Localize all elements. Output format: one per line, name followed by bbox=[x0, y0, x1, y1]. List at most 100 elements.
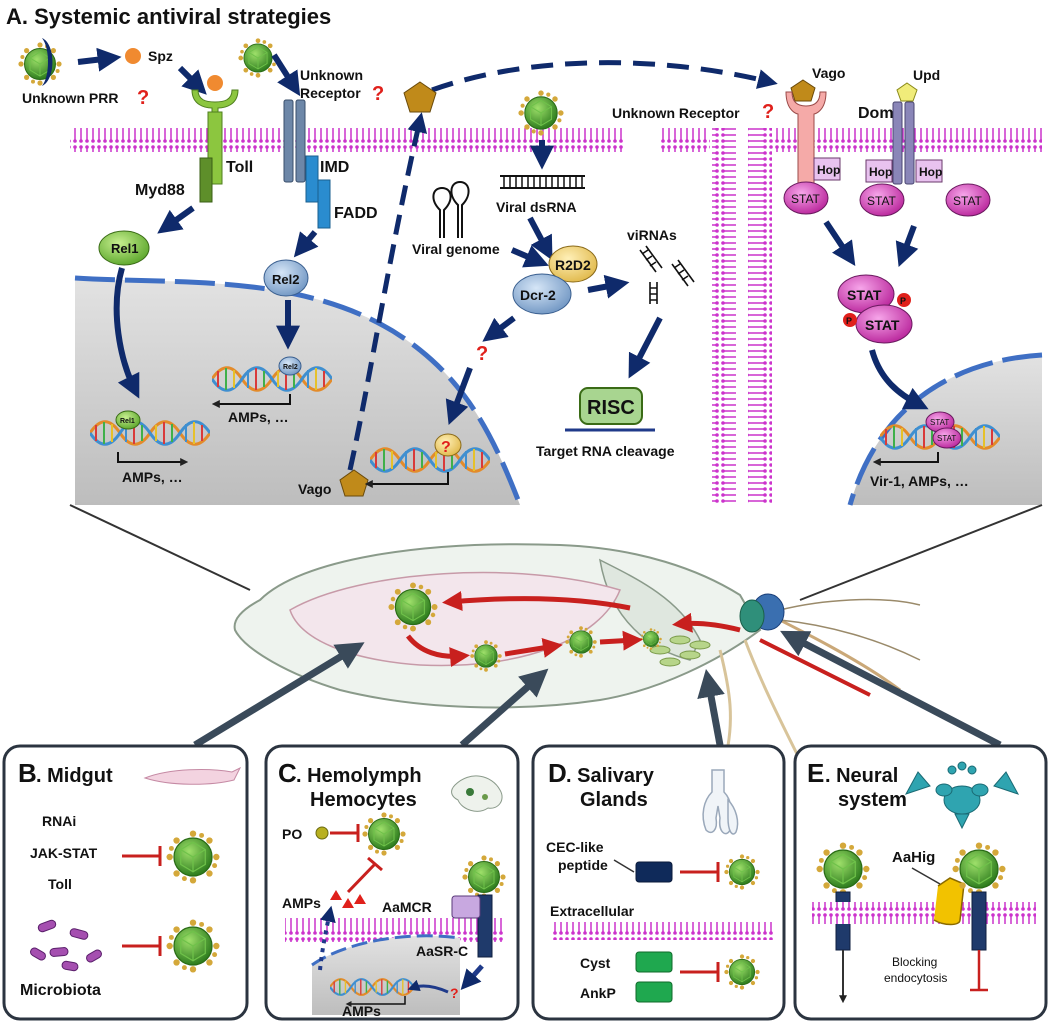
cell-membrane bbox=[552, 922, 774, 940]
question-mark: ? bbox=[476, 343, 488, 365]
rel2-bound-icon bbox=[278, 356, 302, 376]
question-mark: ? bbox=[450, 985, 459, 1001]
panel-c-pointer bbox=[459, 668, 549, 748]
stat-icon bbox=[945, 183, 991, 217]
panel-d-letter: D bbox=[548, 758, 567, 788]
arrow-to-vago-gene bbox=[445, 366, 473, 425]
virus-route-line bbox=[759, 638, 871, 697]
stat-label: STAT bbox=[867, 194, 897, 208]
phospho-label: P bbox=[900, 296, 906, 306]
upd-label: Upd bbox=[913, 67, 940, 83]
panel-c: C . Hemolymph Hemocytes PO AMPs AMPs AaM… bbox=[264, 744, 520, 1021]
virus-icon bbox=[166, 830, 220, 884]
cell-membrane-mid bbox=[660, 128, 710, 152]
hop-label: Hop bbox=[869, 165, 892, 179]
upd-ligand-icon bbox=[896, 82, 918, 102]
nucleus-left bbox=[75, 278, 520, 505]
po-icon bbox=[315, 826, 329, 840]
microbiota-icon bbox=[30, 919, 102, 972]
question-mark: ? bbox=[137, 87, 149, 109]
virnas-label: viRNAs bbox=[627, 227, 677, 243]
neural-system-icon bbox=[904, 761, 1020, 830]
cec-peptide-icon bbox=[635, 861, 673, 883]
panel-d-pointer bbox=[697, 668, 725, 746]
jak-stat-label: JAK-STAT bbox=[30, 845, 98, 861]
vago-ligand-icon bbox=[790, 79, 816, 102]
rnai-label: RNAi bbox=[42, 813, 76, 829]
arrow-stat-to-dimer bbox=[823, 220, 856, 266]
virus-icon bbox=[816, 842, 870, 896]
myd88-label: Myd88 bbox=[135, 182, 185, 199]
toll-ectodomain-icon bbox=[191, 89, 239, 113]
question-mark: ? bbox=[441, 439, 451, 456]
panel-a: A. Systemic antiviral strategies Unknown… bbox=[6, 4, 1043, 506]
virus-icon bbox=[724, 854, 760, 890]
arrow-aasrc-signal bbox=[460, 964, 484, 990]
target-rna-label: Target RNA cleavage bbox=[536, 443, 675, 459]
rel1-label: Rel1 bbox=[111, 241, 138, 256]
hop-icon bbox=[813, 157, 841, 181]
rel1-bound-icon bbox=[115, 410, 141, 430]
arrow-to-amps-gene bbox=[407, 979, 449, 994]
nucleus bbox=[312, 935, 460, 1015]
arrow-virnas-to-risc bbox=[628, 316, 663, 379]
leader-line bbox=[613, 859, 635, 873]
stat-label: STAT bbox=[865, 317, 900, 333]
vago-ligand-icon bbox=[339, 469, 369, 497]
question-mark: ? bbox=[762, 101, 774, 123]
fadd-label: FADD bbox=[334, 205, 378, 222]
amps-label-1: AMPs, … bbox=[122, 469, 183, 485]
risc-label: RISC bbox=[587, 397, 635, 419]
extracellular-label: Extracellular bbox=[550, 903, 635, 919]
ankp-label: AnkP bbox=[580, 985, 616, 1001]
arrow-virus-to-receptor bbox=[271, 53, 301, 97]
panel-d-title-1: . Salivary bbox=[566, 765, 655, 787]
vago-signal-arrow bbox=[431, 60, 778, 93]
nuclear-envelope-left bbox=[74, 275, 523, 506]
panel-d: D . Salivary Glands CEC-like peptide Ext… bbox=[531, 744, 786, 1021]
panel-c-title-2: Hemocytes bbox=[310, 789, 417, 811]
arrow-dimer-to-dna bbox=[869, 349, 929, 410]
hop-label: Hop bbox=[919, 165, 942, 179]
stat-icon bbox=[859, 183, 905, 217]
panel-b-pointer bbox=[193, 642, 365, 748]
rel1-icon bbox=[98, 230, 150, 266]
myd88-icon bbox=[199, 157, 213, 203]
virus-icon bbox=[518, 90, 564, 136]
blocking-label-2: endocytosis bbox=[884, 971, 947, 985]
hop-icon bbox=[865, 159, 893, 183]
unknown-receptor-center-label: Unknown Receptor bbox=[612, 105, 740, 121]
cell-membrane-vertical-1 bbox=[712, 128, 736, 503]
dcr2-label: Dcr-2 bbox=[520, 287, 556, 303]
phospho-icon bbox=[897, 293, 911, 307]
panel-e-pointer bbox=[780, 630, 1002, 749]
arrow-dcr2-to-virnas bbox=[587, 274, 630, 299]
connector-line bbox=[69, 504, 251, 591]
rel2-icon bbox=[263, 259, 309, 297]
cell-membrane bbox=[812, 902, 1036, 924]
panel-c-title-1: . Hemolymph bbox=[296, 765, 422, 787]
transcription-arrow bbox=[364, 472, 449, 488]
unknown-prr-label: Unknown PRR bbox=[22, 90, 118, 106]
dome-receptor-icon bbox=[892, 101, 903, 185]
viral-genome-label: Viral genome bbox=[412, 241, 500, 257]
hop-label: Hop bbox=[817, 163, 840, 177]
midgut-icon bbox=[143, 766, 242, 785]
stat-label: STAT bbox=[791, 192, 821, 206]
cec-label-1: CEC-like bbox=[546, 839, 604, 855]
ankp-icon bbox=[635, 981, 673, 1003]
panel-e: E . Neural system AaHig Blocking endocyt… bbox=[793, 744, 1048, 1021]
transcription-arrow bbox=[117, 452, 189, 466]
virus-icon bbox=[724, 954, 760, 990]
risc-icon bbox=[579, 387, 643, 425]
dome-receptor-icon bbox=[904, 101, 915, 185]
unknown-receptor-label-1: Unknown bbox=[300, 67, 363, 83]
aahig-icon bbox=[933, 877, 965, 926]
mosquito-illustration bbox=[233, 543, 921, 761]
arrow-myd88-to-rel1 bbox=[157, 205, 195, 234]
imd-receptor-icon bbox=[295, 99, 306, 183]
virus-route-arrow bbox=[599, 630, 643, 651]
vago-label-lower: Vago bbox=[298, 481, 331, 497]
phospho-icon bbox=[843, 313, 857, 327]
panel-e-letter: E bbox=[807, 758, 824, 788]
